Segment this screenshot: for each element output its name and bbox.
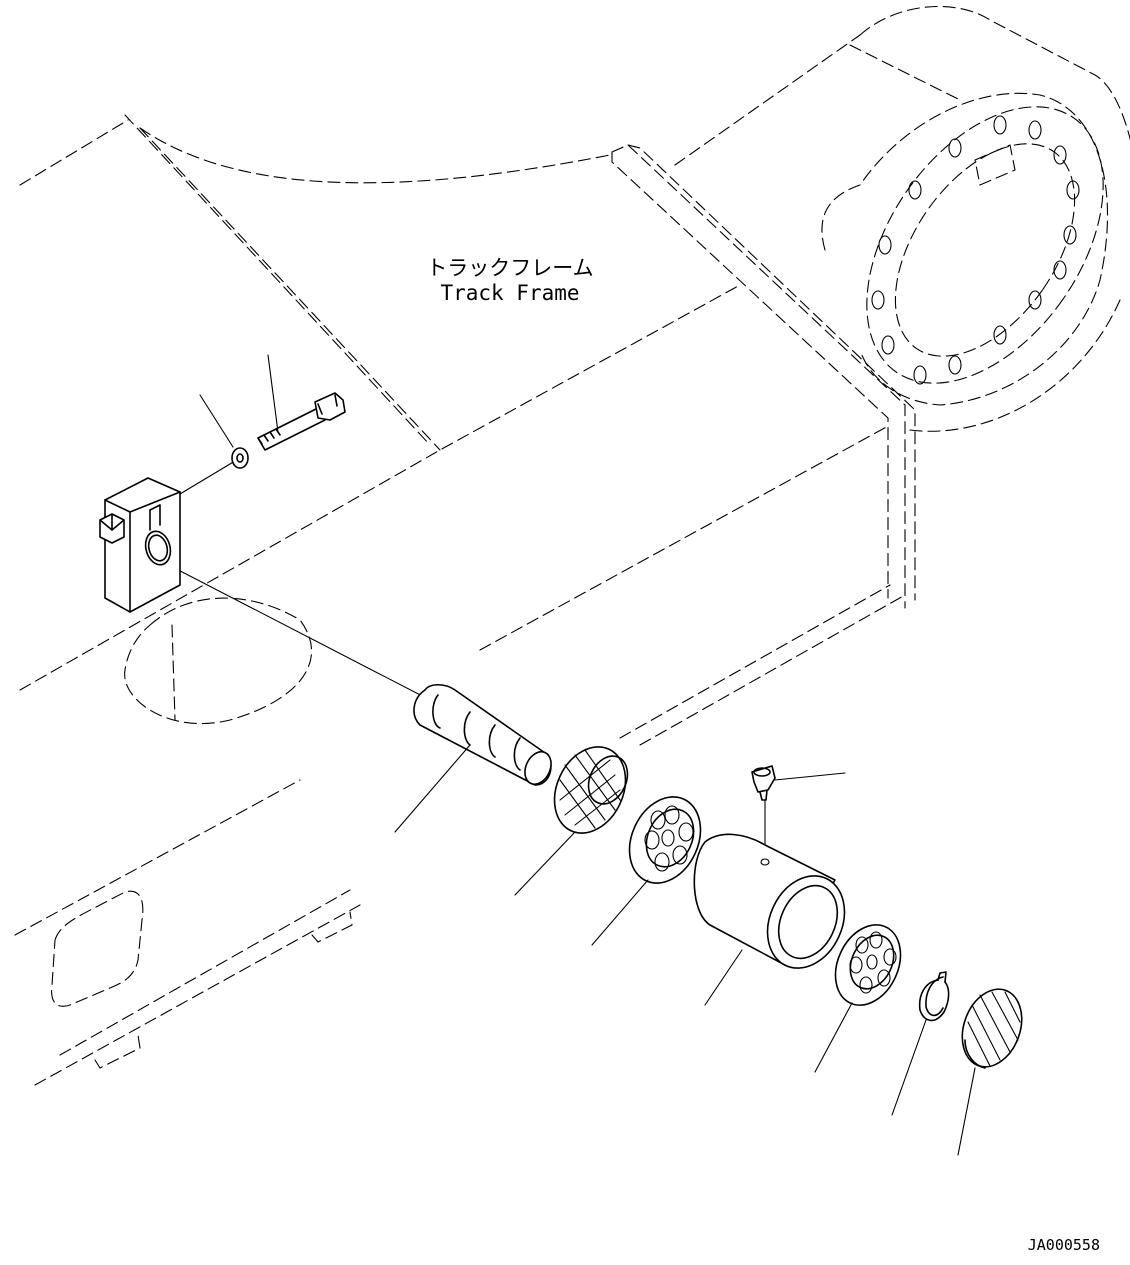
bolt-leader [267, 354, 279, 433]
roller-sleeve-icon [693, 833, 846, 969]
track-frame-outline [14, 6, 1130, 1086]
drive-flange [821, 92, 1109, 406]
washer-icon [231, 447, 249, 469]
track-frame-label-en: Track Frame [440, 281, 579, 305]
flange-bolt-holes [871, 115, 1080, 385]
bearing-outer-icon [834, 924, 902, 1006]
bolt-icon [257, 392, 346, 451]
bearing-inner-icon [628, 796, 702, 884]
snap-ring-leader [891, 1019, 927, 1116]
grease-fitting-icon [751, 765, 776, 866]
bearing-inner-leader [591, 879, 649, 946]
washer-leader [199, 394, 234, 448]
track-frame-label-jp: トラックフレーム [426, 256, 593, 280]
bracket-icon [99, 477, 181, 613]
cap-icon [961, 988, 1023, 1069]
grease-fitting-leader [774, 772, 846, 781]
shaft-icon [413, 683, 552, 786]
seal-icon [553, 746, 629, 834]
bearing-outer-leader [814, 1002, 853, 1073]
cap-leader [957, 1067, 976, 1156]
drawing-code: JA000558 [1028, 1236, 1100, 1254]
snap-ring-icon [918, 971, 950, 1022]
shaft-leader [394, 744, 471, 833]
roller-sleeve-leader [704, 949, 743, 1006]
seal-leader [514, 831, 576, 896]
